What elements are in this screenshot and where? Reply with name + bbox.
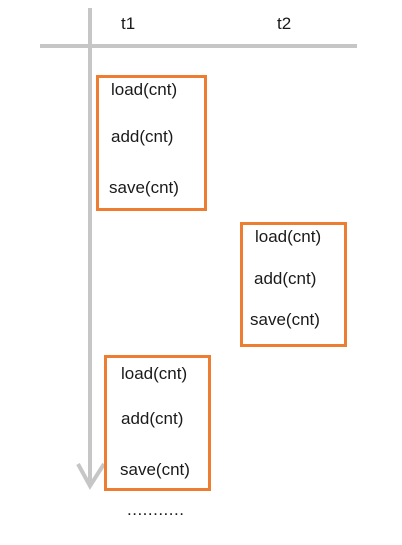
op-save: save(cnt)	[120, 460, 190, 479]
thread-header-t2: t2	[277, 14, 292, 33]
op-add: add(cnt)	[254, 269, 317, 288]
thread-header-t1: t1	[121, 14, 136, 33]
op-save: save(cnt)	[250, 310, 320, 329]
continuation-ellipsis: ...........	[127, 500, 185, 519]
op-load: load(cnt)	[111, 80, 178, 99]
op-load: load(cnt)	[121, 364, 188, 383]
op-add: add(cnt)	[111, 127, 174, 146]
timeline-axis	[88, 8, 92, 483]
op-add: add(cnt)	[121, 409, 184, 428]
timeline-arrowhead-icon	[76, 462, 106, 490]
t1-operation-block-1	[96, 75, 207, 211]
t1-operation-block-2	[104, 355, 211, 491]
header-divider-line	[40, 44, 357, 48]
op-save: save(cnt)	[109, 178, 179, 197]
op-load: load(cnt)	[255, 227, 322, 246]
t2-operation-block	[240, 222, 347, 347]
